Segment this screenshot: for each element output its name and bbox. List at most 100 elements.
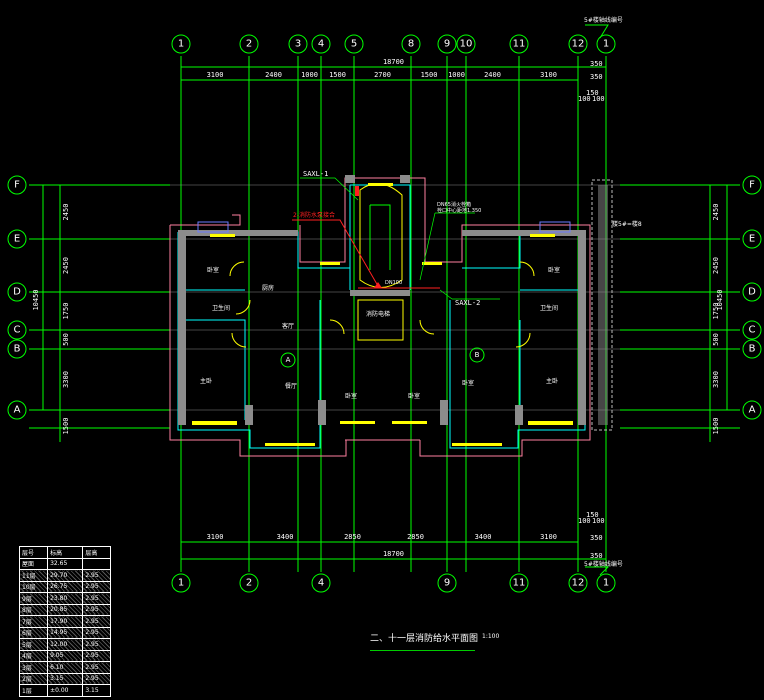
axis-label: 8	[408, 39, 414, 50]
axis-bubble: 9	[437, 34, 457, 54]
axis-bubble: 2	[239, 573, 259, 593]
axis-bubble: 11	[509, 34, 529, 54]
axis-label: 2	[246, 39, 252, 50]
table-cell: 14.95	[47, 626, 84, 639]
axis-bubble: 12	[568, 34, 588, 54]
axis-label: 1	[603, 578, 609, 589]
dimension-text: 500	[712, 333, 720, 346]
room-label: 卧室	[408, 392, 420, 400]
room-label: 卧室	[548, 266, 560, 274]
valve-note: 栓口中心距地1.350	[437, 207, 481, 214]
dimension-text: 350	[590, 552, 603, 560]
table-cell: 2.95	[82, 661, 111, 674]
axis-label: 4	[318, 39, 324, 50]
valve-note: DN65消火栓箱	[437, 201, 471, 208]
axis-label: A	[14, 405, 21, 416]
pipe-note: 2-消防水泵接合	[293, 211, 335, 219]
dimension-text: 1750	[62, 303, 70, 320]
dimension-text: 18700	[383, 58, 404, 66]
axis-bubble: B	[7, 339, 27, 359]
dimension-text: 100	[592, 95, 605, 103]
axis-bubble: 1	[596, 573, 616, 593]
dimension-text: 150	[586, 89, 599, 97]
table-cell: 1层	[18, 684, 49, 697]
title-underline	[370, 650, 475, 651]
table-header: 层号	[18, 546, 49, 559]
axis-note-bottom: 5#楼轴线编号	[584, 560, 623, 568]
table-cell: 2.95	[82, 649, 111, 662]
axis-bubble: E	[7, 229, 27, 249]
dimension-text: 1500	[329, 71, 346, 79]
axis-bubble: 10	[456, 34, 476, 54]
table-cell: 32.65	[47, 557, 84, 570]
axis-label: 3	[295, 39, 301, 50]
axis-note-top: 5#楼轴线编号	[584, 16, 623, 24]
axis-bubble: D	[742, 282, 762, 302]
table-cell: 2层	[18, 672, 49, 685]
table-cell: ±0.00	[47, 684, 84, 697]
dimension-text: 350	[590, 534, 603, 542]
dimension-text: 150	[586, 511, 599, 519]
room-label: 卧室	[462, 379, 474, 387]
unit-a-label: A	[286, 356, 291, 364]
dimension-text: 10450	[32, 289, 40, 310]
dimension-text: 500	[62, 333, 70, 346]
axis-bubble: 4	[311, 573, 331, 593]
dimension-text: 350	[590, 73, 603, 81]
axis-label: B	[14, 344, 21, 355]
axis-bubble: 5	[344, 34, 364, 54]
axis-label: B	[749, 344, 756, 355]
room-label: 卫生间	[212, 304, 230, 312]
axis-label: 12	[572, 39, 585, 50]
dimension-text: 1500	[62, 418, 70, 435]
axis-label: F	[749, 180, 755, 191]
dimension-text: 3300	[62, 371, 70, 388]
unit-b-label: B	[475, 351, 480, 359]
right-side-note: 楼5#=楼8	[612, 220, 642, 228]
axis-bubble: F	[7, 175, 27, 195]
axis-bubble: 1	[596, 34, 616, 54]
table-cell: 2.95	[82, 592, 111, 605]
dimension-text: 350	[590, 60, 603, 68]
dimension-text: 1000	[301, 71, 318, 79]
table-cell: 7层	[18, 615, 49, 628]
table-cell: 2.95	[82, 615, 111, 628]
dimension-text: 2850	[407, 533, 424, 541]
axis-label: F	[14, 180, 20, 191]
dimension-text: 100	[578, 95, 591, 103]
table-cell: 2.95	[82, 603, 111, 616]
riser-label-saxl-1: SAXL-1	[303, 170, 328, 178]
axis-label: 11	[513, 578, 526, 589]
dimension-text: 2400	[265, 71, 282, 79]
axis-label: 10	[460, 39, 473, 50]
table-cell: 3.15	[47, 672, 84, 685]
table-cell: 6层	[18, 626, 49, 639]
dimension-text: 3100	[540, 533, 557, 541]
table-cell: 9层	[18, 592, 49, 605]
axis-bubble: F	[742, 175, 762, 195]
dimension-text: 18700	[383, 550, 404, 558]
table-cell: 10层	[18, 580, 49, 593]
table-cell	[82, 557, 111, 570]
room-label: 厨房	[262, 284, 274, 292]
axis-bubble: 4	[311, 34, 331, 54]
drawing-title: 二、十一层消防给水平面图	[370, 634, 479, 644]
axis-label: 1	[603, 39, 609, 50]
dimension-text: 2450	[62, 204, 70, 221]
axis-bubble: 3	[288, 34, 308, 54]
table-cell: 4层	[18, 649, 49, 662]
dimension-text: 100	[592, 517, 605, 525]
fire-water-annotations: 2-消防水泵接合 SAXL-1 SAXL-2 DN65消火栓箱 栓口中心距地1.…	[292, 16, 642, 576]
axis-bubble: A	[742, 400, 762, 420]
axis-label: 2	[246, 578, 252, 589]
axis-bubble: A	[7, 400, 27, 420]
dimension-text: 1000	[448, 71, 465, 79]
table-cell: 12.00	[47, 638, 84, 651]
